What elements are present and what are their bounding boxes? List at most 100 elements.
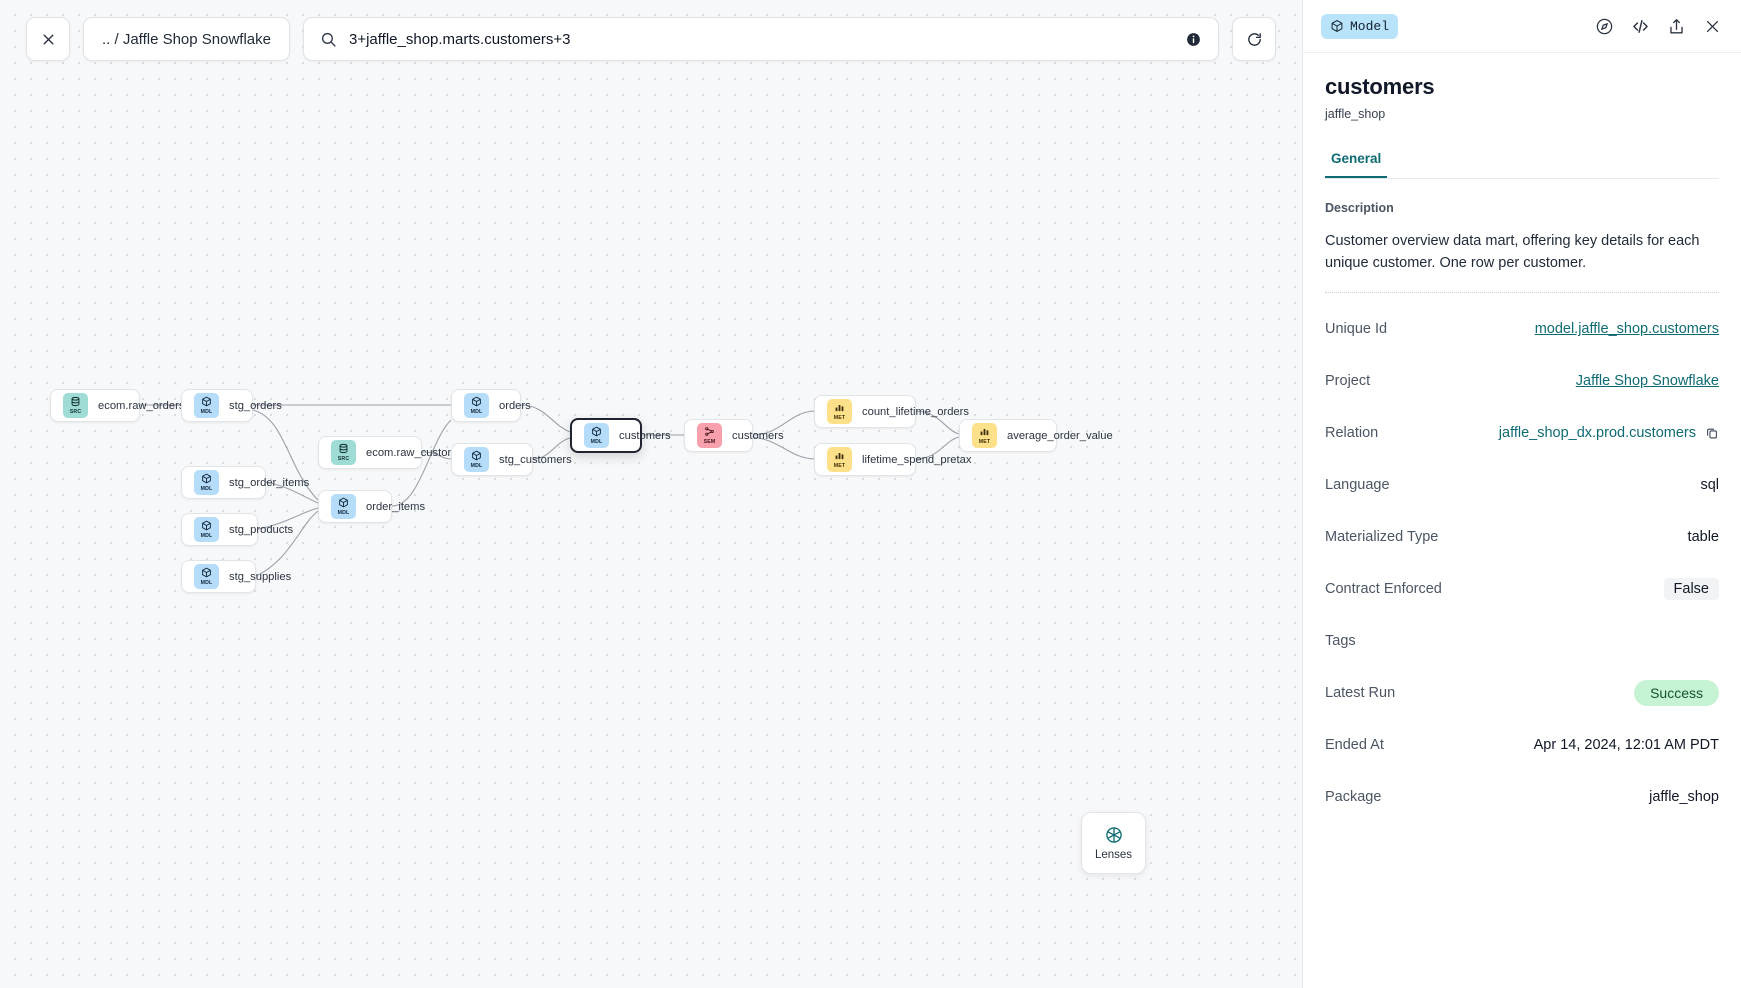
source-icon: SRC (63, 393, 88, 418)
detail-key: Language (1325, 477, 1390, 494)
node-type-label: Model (1350, 18, 1390, 34)
graph-node-stg_customers[interactable]: MDL stg_customers (451, 443, 572, 476)
panel-title-block: customers jaffle_shop (1303, 53, 1741, 121)
page-subtitle: jaffle_shop (1325, 107, 1386, 121)
description-text: Customer overview data mart, offering ke… (1325, 233, 1700, 272)
detail-value: sql (1700, 477, 1719, 494)
info-icon[interactable] (1185, 31, 1202, 48)
graph-node-label: order_items (366, 500, 426, 513)
detail-value-link[interactable]: model.jaffle_shop.customers (1534, 321, 1719, 338)
detail-key: Contract Enforced (1325, 581, 1442, 598)
panel-header: Model (1303, 0, 1741, 53)
details-panel: Model (1302, 0, 1741, 988)
graph-node-customers_semantic[interactable]: SEM customers (684, 419, 784, 452)
detail-key: Materialized Type (1325, 529, 1439, 546)
search-input[interactable] (349, 30, 1173, 48)
close-icon (41, 32, 56, 47)
share-icon[interactable] (1663, 13, 1689, 39)
node-type-chip: Model (1321, 13, 1399, 39)
detail-key: Relation (1325, 425, 1379, 442)
panel-body: Description Customer overview data mart,… (1303, 179, 1741, 813)
detail-value-wrap: Apr 14, 2024, 12:01 AM PDT (1534, 737, 1719, 753)
graph-node-stg_order_items[interactable]: MDL stg_order_items (181, 466, 309, 499)
cube-icon (1330, 19, 1344, 33)
detail-row: Tags (1325, 625, 1719, 657)
page-title: customers (1325, 74, 1435, 99)
description-label: Description (1325, 201, 1394, 215)
semantic-model-icon: SEM (697, 423, 722, 448)
detail-value-wrap: sql (1700, 477, 1719, 493)
model-icon: MDL (464, 393, 489, 418)
detail-value-wrap: model.jaffle_shop.customers (1535, 321, 1719, 337)
graph-node-label: orders (499, 399, 531, 412)
graph-node-label: customers (732, 429, 784, 442)
status-badge: Success (1634, 680, 1719, 707)
detail-row: Unique Id model.jaffle_shop.customers (1325, 313, 1719, 345)
model-icon: MDL (194, 393, 219, 418)
graph-node-ecom_raw_orders[interactable]: SRC ecom.raw_orders (50, 389, 184, 422)
graph-node-stg_orders[interactable]: MDL stg_orders (181, 389, 282, 422)
detail-value: jaffle_shop_dx.prod.customers (1498, 425, 1696, 442)
detail-key: Tags (1325, 633, 1356, 650)
detail-row: Materialized Type table (1325, 521, 1719, 553)
graph-node-orders[interactable]: MDL orders (451, 389, 531, 422)
detail-value: table (1687, 529, 1719, 546)
detail-value-wrap: jaffle_shop_dx.prod.customers (1499, 425, 1719, 441)
graph-node-label: lifetime_spend_pretax (862, 453, 972, 466)
search-bar[interactable] (303, 17, 1219, 61)
tab-general[interactable]: General (1325, 151, 1388, 178)
detail-value-link[interactable]: Jaffle Shop Snowflake (1575, 373, 1719, 390)
close-lineage-button[interactable] (26, 17, 70, 61)
detail-key: Unique Id (1325, 321, 1388, 338)
model-icon: MDL (464, 447, 489, 472)
detail-key: Package (1325, 789, 1382, 806)
model-icon: MDL (194, 564, 219, 589)
lenses-button[interactable]: Lenses (1081, 812, 1146, 874)
model-icon: MDL (194, 470, 219, 495)
refresh-button[interactable] (1232, 17, 1276, 61)
graph-node-average_order_value[interactable]: MET average_order_value (959, 419, 1113, 452)
detail-value-wrap: Jaffle Shop Snowflake (1576, 373, 1719, 389)
detail-value: False (1663, 578, 1719, 601)
lens-icon (1104, 825, 1124, 845)
detail-value: Apr 14, 2024, 12:01 AM PDT (1533, 737, 1719, 754)
lenses-label: Lenses (1094, 849, 1133, 861)
detail-value-wrap: Success (1634, 680, 1719, 707)
detail-value-wrap: jaffle_shop (1649, 789, 1719, 805)
detail-value-wrap: table (1688, 529, 1719, 545)
compass-icon[interactable] (1591, 13, 1617, 39)
code-icon[interactable] (1627, 13, 1653, 39)
metric-icon: MET (972, 423, 997, 448)
model-icon: MDL (331, 494, 356, 519)
model-icon: MDL (584, 423, 609, 448)
detail-key: Project (1325, 373, 1371, 390)
copy-icon[interactable] (1705, 426, 1719, 440)
breadcrumb[interactable]: .. / Jaffle Shop Snowflake (83, 17, 290, 61)
detail-row: Contract Enforced False (1325, 573, 1719, 605)
graph-node-label: stg_order_items (229, 476, 310, 489)
detail-row: Language sql (1325, 469, 1719, 501)
detail-value-wrap: False (1663, 578, 1719, 601)
detail-row: Project Jaffle Shop Snowflake (1325, 365, 1719, 397)
graph-node-label: stg_orders (229, 399, 282, 412)
source-icon: SRC (331, 440, 356, 465)
search-icon (320, 31, 337, 48)
graph-node-label: stg_customers (499, 453, 572, 466)
graph-node-label: ecom.raw_orders (98, 399, 185, 412)
detail-row: Relation jaffle_shop_dx.prod.customers (1325, 417, 1719, 449)
graph-node-order_items[interactable]: MDL order_items (318, 490, 425, 523)
graph-node-label: count_lifetime_orders (862, 405, 969, 418)
panel-close-icon[interactable] (1699, 13, 1725, 39)
graph-node-label: average_order_value (1007, 429, 1113, 442)
